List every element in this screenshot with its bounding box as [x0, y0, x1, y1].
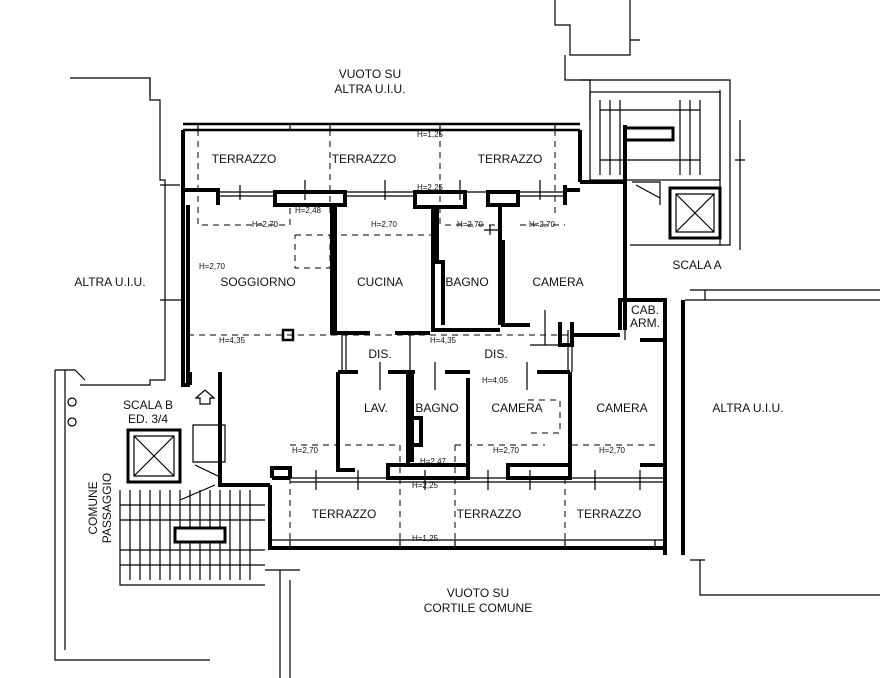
- stair-b: [119, 389, 265, 586]
- passage-label-1: COMUNE: [86, 481, 100, 534]
- room-label-terrace: TERRAZZO: [332, 152, 397, 166]
- top-void-label-1: VUOTO SU: [339, 67, 401, 81]
- room-label-bath: BAGNO: [445, 275, 488, 289]
- height-label: H=4,35: [430, 336, 457, 345]
- room-label-terrace: TERRAZZO: [312, 507, 377, 521]
- height-label: H=2,70: [529, 220, 556, 229]
- room-label-bath: BAGNO: [415, 401, 458, 415]
- height-label: H=4,05: [482, 376, 509, 385]
- height-label: H=2,70: [599, 446, 626, 455]
- room-label-terrace: TERRAZZO: [478, 152, 543, 166]
- room-label-hall: DIS.: [368, 347, 391, 361]
- room-label-kitchen: CUCINA: [357, 275, 403, 289]
- room-label-living: SOGGIORNO: [220, 275, 295, 289]
- window-marks: [239, 180, 641, 490]
- stair-b-label-2: ED. 3/4: [128, 412, 168, 426]
- height-label: H=2,25: [417, 183, 444, 192]
- room-label-hall: DIS.: [484, 347, 507, 361]
- height-label: H=2,48: [295, 206, 322, 215]
- room-label-laundry: LAV.: [364, 401, 388, 415]
- surrounding-lines: [54, 0, 880, 678]
- room-label-bedroom: CAMERA: [596, 401, 647, 415]
- stair-a-label: SCALA A: [672, 258, 721, 272]
- height-label: H=2,70: [457, 220, 484, 229]
- interior-walls: [181, 190, 685, 555]
- room-label-closet-1: CAB.: [631, 303, 659, 317]
- room-label-terrace: TERRAZZO: [457, 507, 522, 521]
- room-label-bedroom: CAMERA: [491, 401, 542, 415]
- stair-a: [589, 91, 722, 240]
- room-label-terrace: TERRAZZO: [577, 507, 642, 521]
- height-label: H=2,70: [252, 220, 279, 229]
- room-label-closet-2: ARM.: [630, 316, 660, 330]
- height-label: H=4,35: [219, 336, 246, 345]
- passage-label-2: PASSAGGIO: [100, 473, 114, 543]
- top-void-label-2: ALTRA U.I.U.: [334, 82, 405, 96]
- height-label: H=2,25: [412, 481, 439, 490]
- bottom-void-label-1: VUOTO SU: [447, 586, 509, 600]
- stair-b-label-1: SCALA B: [123, 398, 173, 412]
- entrance-arrow-icon: [194, 389, 216, 405]
- elevator-a-icon: [668, 186, 722, 240]
- height-label: H=2,70: [371, 220, 398, 229]
- height-label: H=1,25: [412, 534, 439, 543]
- top-terrace-walls: [181, 122, 627, 330]
- bottom-void-label-2: CORTILE COMUNE: [424, 601, 532, 615]
- height-label: H=2,70: [292, 446, 319, 455]
- height-label: H=1,25: [417, 130, 444, 139]
- height-label: H=2,47: [420, 457, 447, 466]
- height-label: H=2,70: [199, 262, 226, 271]
- elevator-b-icon: [126, 428, 182, 484]
- height-label: H=2,70: [493, 446, 520, 455]
- room-label-bedroom: CAMERA: [532, 275, 583, 289]
- right-unit-label: ALTRA U.I.U.: [712, 401, 783, 415]
- left-unit-label: ALTRA U.I.U.: [74, 275, 145, 289]
- room-label-terrace: TERRAZZO: [212, 152, 277, 166]
